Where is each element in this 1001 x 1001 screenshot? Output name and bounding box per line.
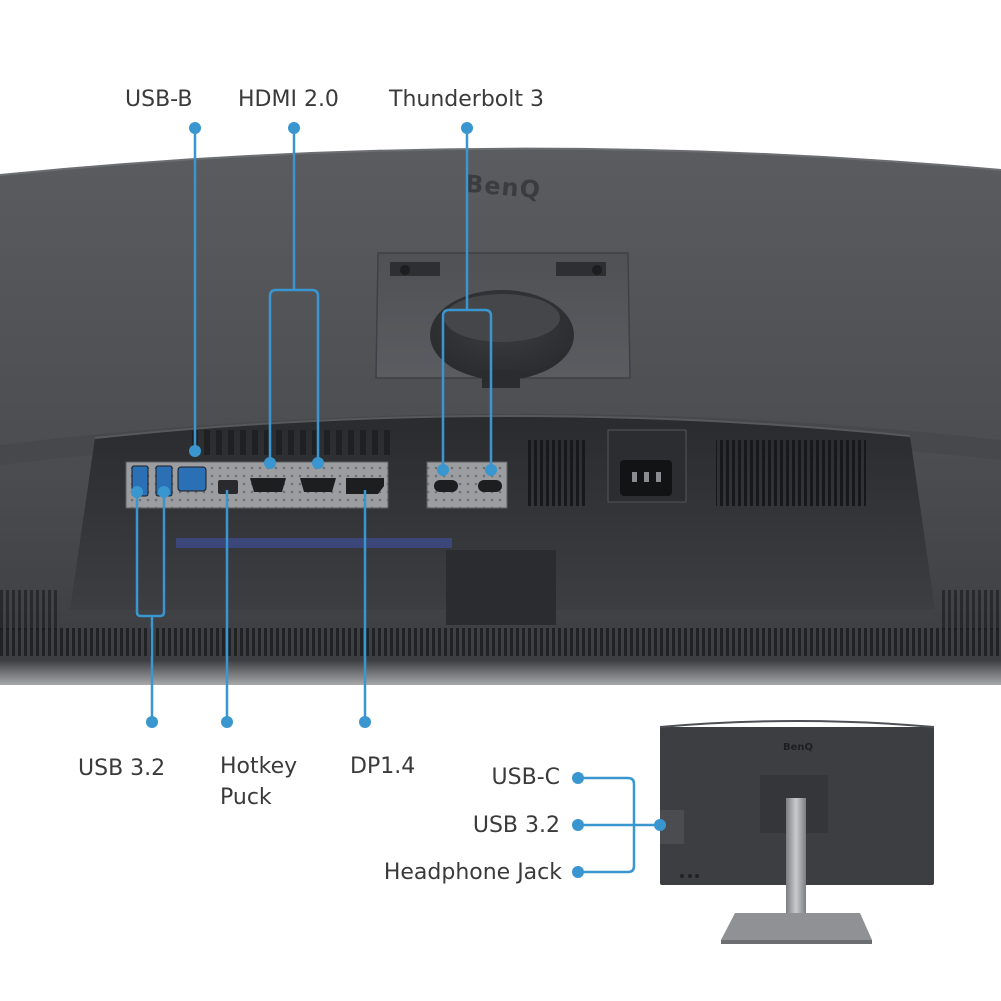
stand-neck <box>446 550 556 625</box>
label-dp: DP1.4 <box>350 754 416 779</box>
label-usb-c: USB-C <box>491 765 560 790</box>
inset-stand-neck <box>786 798 806 920</box>
hdmi-port-1 <box>250 478 286 492</box>
label-usb32-bottom: USB 3.2 <box>78 756 166 781</box>
thunderbolt-port-1 <box>434 480 458 492</box>
hdmi-port-2 <box>300 478 336 492</box>
label-usb-b: USB-B <box>125 87 193 112</box>
thunderbolt-port-2 <box>478 480 502 492</box>
label-hotkey-puck: Hotkey Puck <box>220 754 298 810</box>
label-hdmi: HDMI 2.0 <box>238 87 339 112</box>
inset-stand-base <box>721 913 872 940</box>
label-usb32-side: USB 3.2 <box>472 813 560 838</box>
hotkey-puck-port <box>218 480 238 494</box>
label-headphone: Headphone Jack <box>383 860 562 885</box>
bottom-grille <box>0 628 1001 656</box>
brand-logo: BenQ <box>464 170 542 205</box>
callout-dots <box>131 122 666 878</box>
callout-lines <box>135 128 660 874</box>
label-thunderbolt: Thunderbolt 3 <box>389 87 544 112</box>
usbb-port <box>177 466 207 492</box>
inset-brand-logo: BenQ <box>783 742 813 753</box>
dp-port <box>346 478 384 494</box>
